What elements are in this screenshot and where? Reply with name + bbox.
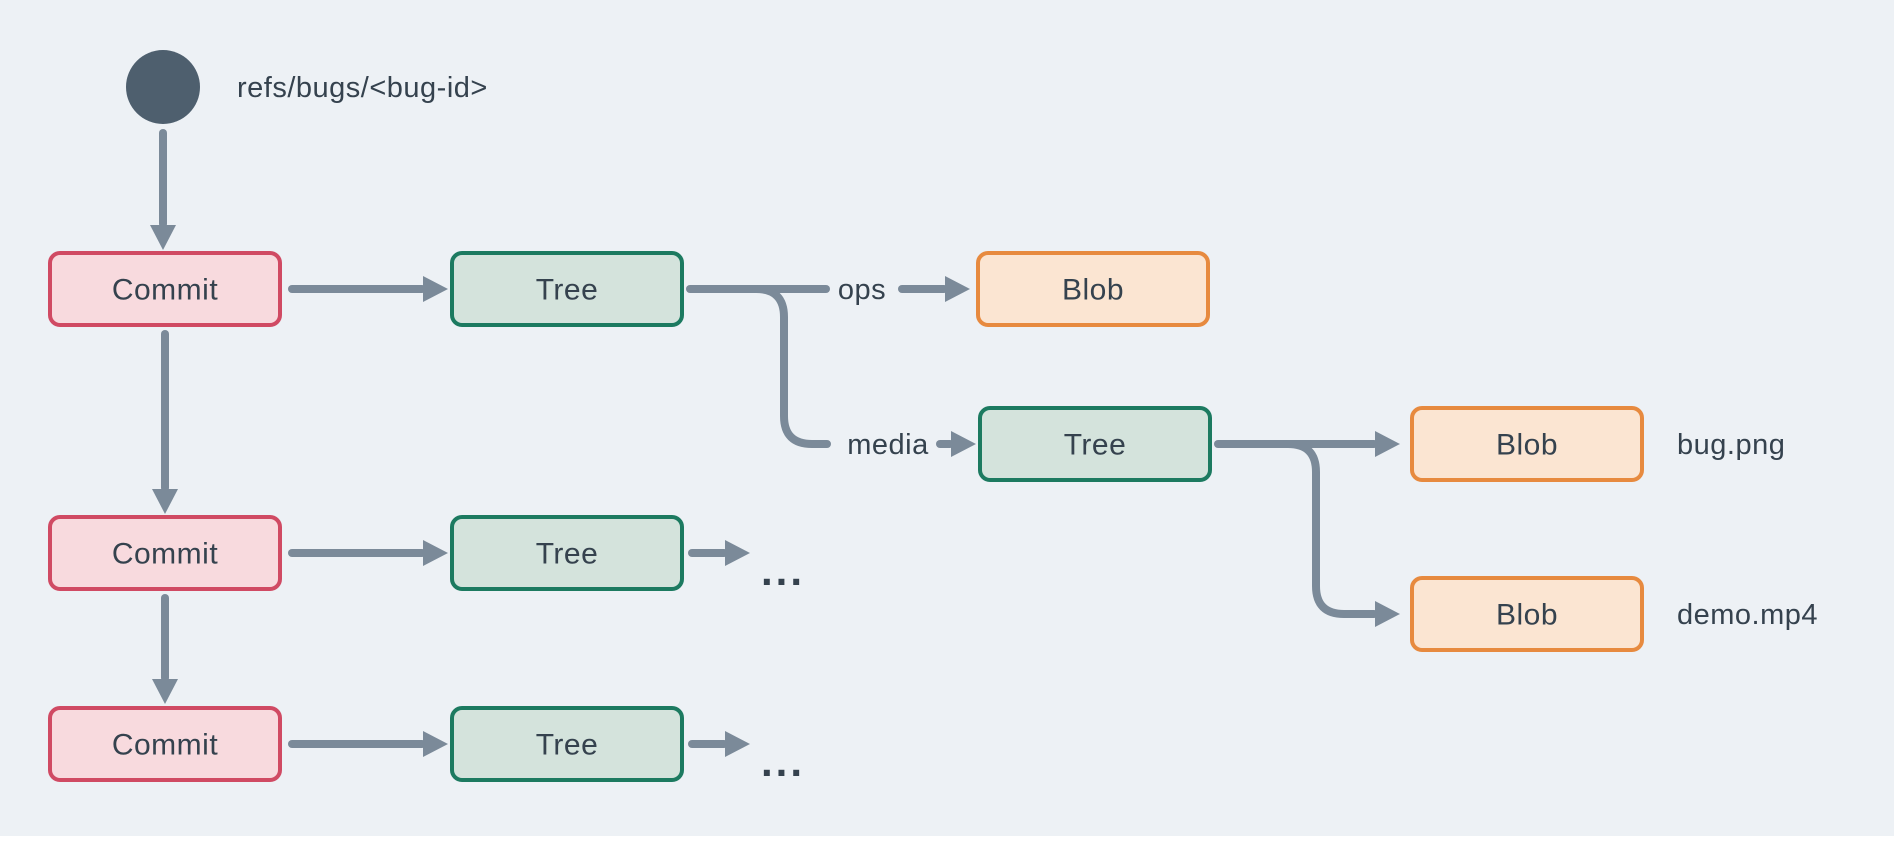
tree-node-1 bbox=[450, 251, 684, 327]
arrowhead-right-icon bbox=[423, 731, 448, 757]
arrow-ops-to-blob-1 bbox=[898, 276, 970, 302]
tree-node-4-label: Tree bbox=[536, 729, 599, 762]
commit-node-2 bbox=[48, 515, 282, 591]
arrow-commit-3-to-tree-4 bbox=[288, 731, 448, 757]
arrow-tree-2-to-blob-3 bbox=[1284, 440, 1400, 627]
ellipsis-row-3: ... bbox=[761, 738, 805, 785]
arrowhead-right-icon bbox=[945, 276, 970, 302]
arrowhead-right-icon bbox=[725, 540, 750, 566]
tree-node-3-label: Tree bbox=[536, 538, 599, 571]
arrowhead-down-icon bbox=[152, 489, 178, 514]
arrowhead-right-icon bbox=[423, 276, 448, 302]
commit-node-2-label: Commit bbox=[112, 538, 218, 571]
commit-node-3-label: Commit bbox=[112, 729, 218, 762]
ref-node-circle bbox=[126, 50, 200, 124]
arrow-commit-2-to-tree-3 bbox=[288, 540, 448, 566]
file-label-bug-png: bug.png bbox=[1677, 429, 1785, 461]
edge-tree-1-to-media bbox=[752, 285, 831, 448]
arrowhead-right-icon bbox=[725, 731, 750, 757]
edge-label-ops: ops bbox=[838, 274, 886, 306]
blob-node-1 bbox=[976, 251, 1210, 327]
blob-node-2-label: Blob bbox=[1496, 429, 1558, 462]
ref-label: refs/bugs/<bug-id> bbox=[237, 72, 488, 104]
bottom-edge-strip bbox=[0, 836, 1894, 844]
blob-node-3 bbox=[1410, 576, 1644, 652]
arrow-commit-2-to-commit-3 bbox=[152, 594, 178, 704]
tree-node-2-label: Tree bbox=[1064, 429, 1127, 462]
arrowhead-down-icon bbox=[152, 679, 178, 704]
commit-node-1 bbox=[48, 251, 282, 327]
tree-node-2 bbox=[978, 406, 1212, 482]
commit-node-1-label: Commit bbox=[112, 274, 218, 307]
ellipsis-row-2: ... bbox=[761, 547, 805, 594]
arrow-tree-4-to-more bbox=[688, 731, 750, 757]
blob-node-2 bbox=[1410, 406, 1644, 482]
tree-node-4 bbox=[450, 706, 684, 782]
arrow-ref-to-commit-1 bbox=[150, 129, 176, 250]
tree-node-1-label: Tree bbox=[536, 274, 599, 307]
arrow-commit-1-to-tree-1 bbox=[288, 276, 448, 302]
arrow-media-to-tree-2 bbox=[936, 431, 976, 457]
arrowhead-right-icon bbox=[1375, 601, 1400, 627]
arrowhead-right-icon bbox=[423, 540, 448, 566]
arrowhead-right-icon bbox=[1375, 431, 1400, 457]
arrow-tree-3-to-more bbox=[688, 540, 750, 566]
arrowhead-right-icon bbox=[951, 431, 976, 457]
arrow-commit-1-to-commit-2 bbox=[152, 330, 178, 514]
edge-label-media: media bbox=[847, 429, 929, 461]
arrowhead-down-icon bbox=[150, 225, 176, 250]
blob-node-1-label: Blob bbox=[1062, 274, 1124, 307]
tree-node-3 bbox=[450, 515, 684, 591]
blob-node-3-label: Blob bbox=[1496, 599, 1558, 632]
file-label-demo-mp4: demo.mp4 bbox=[1677, 599, 1818, 631]
commit-node-3 bbox=[48, 706, 282, 782]
